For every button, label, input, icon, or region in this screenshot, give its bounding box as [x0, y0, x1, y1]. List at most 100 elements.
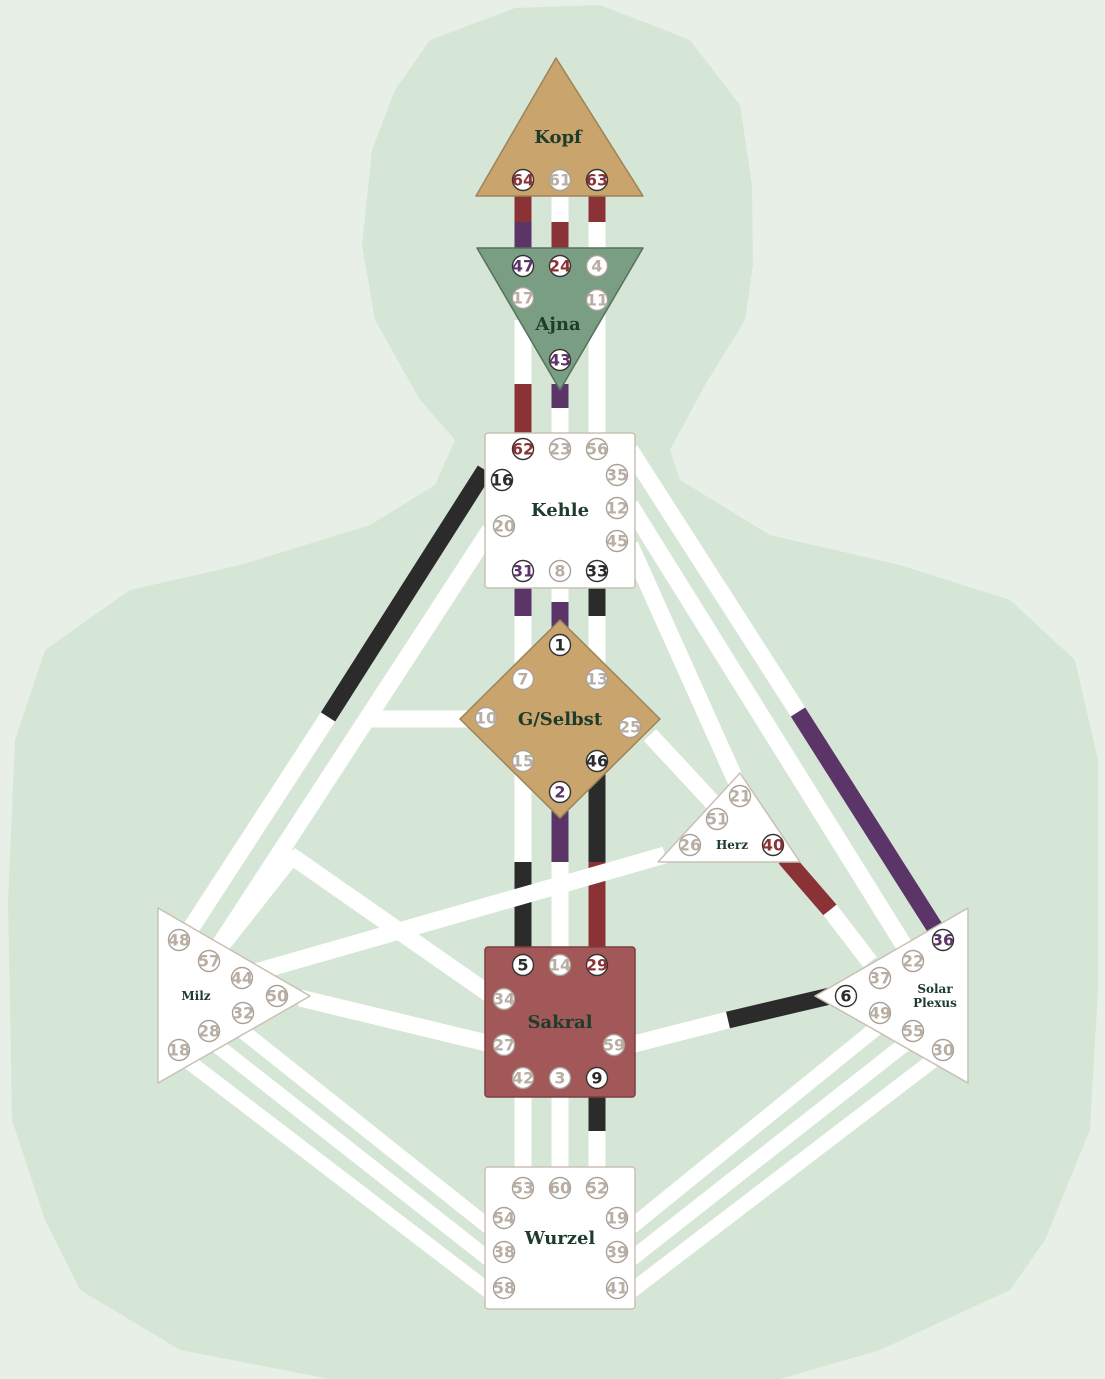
gate-64[interactable]: 64	[512, 170, 534, 191]
gate-57[interactable]: 57	[198, 951, 220, 972]
gate-number: 3	[554, 1069, 565, 1088]
gate-56[interactable]: 56	[586, 439, 608, 460]
gate-35[interactable]: 35	[606, 465, 628, 486]
gate-number: 29	[586, 956, 608, 975]
gate-number: 4	[591, 257, 602, 276]
gate-number: 17	[512, 289, 534, 308]
gate-59[interactable]: 59	[603, 1035, 625, 1056]
gate-number: 47	[512, 257, 534, 276]
gate-22[interactable]: 22	[902, 951, 924, 972]
center-label-sakral: Sakral	[527, 1012, 592, 1033]
gate-21[interactable]: 21	[729, 786, 751, 807]
gate-25[interactable]: 25	[619, 717, 641, 738]
gate-36[interactable]: 36	[932, 930, 954, 951]
gate-number: 34	[493, 990, 515, 1009]
gate-number: 52	[586, 1179, 608, 1198]
gate-44[interactable]: 44	[231, 968, 253, 989]
gate-61[interactable]: 61	[549, 170, 571, 191]
gate-number: 42	[512, 1069, 534, 1088]
gate-6[interactable]: 6	[836, 986, 857, 1007]
center-label-ajna: Ajna	[534, 314, 581, 335]
center-label-kehle: Kehle	[531, 500, 589, 521]
gate-number: 24	[549, 257, 571, 276]
gate-number: 5	[517, 956, 528, 975]
gate-14[interactable]: 14	[549, 955, 571, 976]
gate-number: 36	[932, 931, 954, 950]
gate-24[interactable]: 24	[549, 256, 571, 277]
gate-54[interactable]: 54	[493, 1208, 515, 1229]
gate-27[interactable]: 27	[493, 1035, 515, 1056]
gate-19[interactable]: 19	[606, 1208, 628, 1229]
gate-7[interactable]: 7	[513, 669, 534, 690]
gate-41[interactable]: 41	[606, 1278, 628, 1299]
gate-43[interactable]: 43	[549, 350, 571, 371]
gate-10[interactable]: 10	[475, 708, 497, 729]
gate-9[interactable]: 9	[587, 1068, 608, 1089]
gate-number: 28	[198, 1022, 220, 1041]
gate-number: 25	[619, 718, 641, 737]
gate-number: 27	[493, 1036, 515, 1055]
center-label-solar-1: Solar	[917, 982, 953, 996]
gate-55[interactable]: 55	[902, 1021, 924, 1042]
gate-34[interactable]: 34	[493, 989, 515, 1010]
gate-40[interactable]: 40	[762, 835, 784, 856]
gate-37[interactable]: 37	[869, 968, 891, 989]
gate-30[interactable]: 30	[932, 1040, 954, 1061]
gate-17[interactable]: 17	[512, 288, 534, 309]
gate-31[interactable]: 31	[512, 561, 534, 582]
gate-16[interactable]: 16	[491, 470, 513, 491]
gate-53[interactable]: 53	[512, 1178, 534, 1199]
gate-1[interactable]: 1	[550, 635, 571, 656]
gate-42[interactable]: 42	[512, 1068, 534, 1089]
gate-number: 64	[512, 171, 534, 190]
gate-28[interactable]: 28	[198, 1021, 220, 1042]
gate-number: 31	[512, 562, 534, 581]
gate-45[interactable]: 45	[606, 531, 628, 552]
gate-12[interactable]: 12	[606, 498, 628, 519]
gate-20[interactable]: 20	[493, 516, 515, 537]
gate-48[interactable]: 48	[168, 930, 190, 951]
gate-38[interactable]: 38	[493, 1242, 515, 1263]
gate-33[interactable]: 33	[586, 561, 608, 582]
gate-2[interactable]: 2	[550, 782, 571, 803]
gate-number: 57	[198, 952, 220, 971]
gate-23[interactable]: 23	[549, 439, 571, 460]
gate-5[interactable]: 5	[513, 955, 534, 976]
gate-60[interactable]: 60	[549, 1178, 571, 1199]
gate-15[interactable]: 15	[512, 751, 534, 772]
gate-number: 16	[491, 471, 513, 490]
gate-number: 13	[586, 670, 608, 689]
gate-62[interactable]: 62	[512, 439, 534, 460]
gate-number: 6	[840, 987, 851, 1006]
gate-18[interactable]: 18	[168, 1040, 190, 1061]
gate-58[interactable]: 58	[493, 1278, 515, 1299]
gate-52[interactable]: 52	[586, 1178, 608, 1199]
gate-47[interactable]: 47	[512, 256, 534, 277]
gate-number: 43	[549, 351, 571, 370]
gate-50[interactable]: 50	[266, 986, 288, 1007]
gate-13[interactable]: 13	[586, 669, 608, 690]
gate-26[interactable]: 26	[679, 835, 701, 856]
gate-number: 32	[232, 1004, 254, 1023]
gate-number: 53	[512, 1179, 534, 1198]
gate-number: 20	[493, 517, 515, 536]
gate-46[interactable]: 46	[586, 751, 608, 772]
gate-number: 8	[554, 562, 565, 581]
gate-49[interactable]: 49	[869, 1003, 891, 1024]
gate-number: 62	[512, 440, 534, 459]
gate-number: 58	[493, 1279, 515, 1298]
gate-8[interactable]: 8	[550, 561, 571, 582]
gate-51[interactable]: 51	[706, 809, 728, 830]
gate-4[interactable]: 4	[587, 256, 608, 277]
gate-number: 14	[549, 956, 571, 975]
gate-63[interactable]: 63	[586, 170, 608, 191]
gate-number: 1	[554, 636, 565, 655]
gate-number: 61	[549, 171, 571, 190]
gate-number: 26	[679, 836, 701, 855]
gate-39[interactable]: 39	[606, 1242, 628, 1263]
gate-32[interactable]: 32	[232, 1003, 254, 1024]
gate-11[interactable]: 11	[586, 290, 608, 311]
gate-3[interactable]: 3	[550, 1068, 571, 1089]
gate-29[interactable]: 29	[586, 955, 608, 976]
